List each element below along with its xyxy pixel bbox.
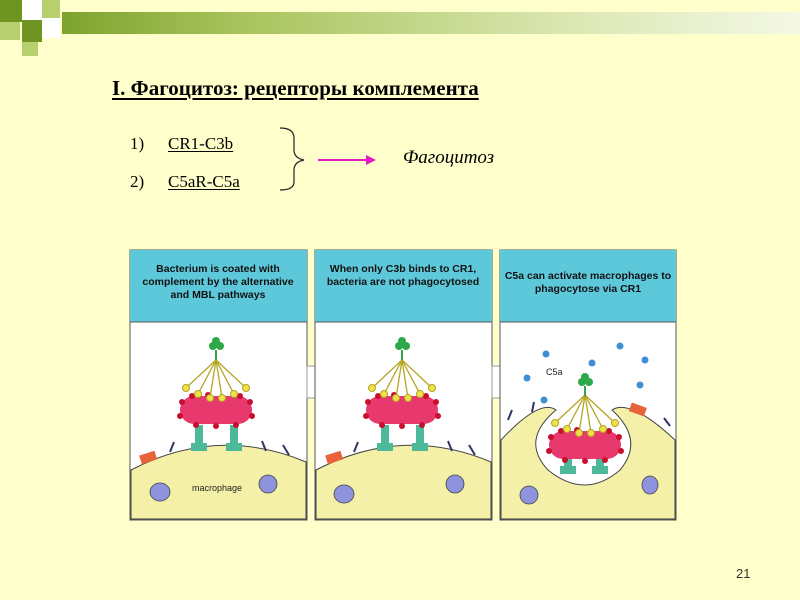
page-number: 21: [736, 566, 750, 581]
panel-2: [315, 250, 492, 520]
nucleus: [150, 483, 170, 501]
macrophage-label: macrophage: [192, 483, 242, 493]
c5a-molecule: [637, 382, 644, 389]
nucleus: [446, 475, 464, 493]
c5a-molecule: [642, 357, 649, 364]
panel-1-caption: Bacterium is coated with complement by t…: [134, 263, 302, 302]
nucleus: [520, 486, 538, 504]
nucleus: [334, 485, 354, 503]
c5a-molecule: [617, 343, 624, 350]
panel-2-caption: When only C3b binds to CR1, bacteria are…: [319, 263, 487, 289]
c5a-molecule: [541, 397, 548, 404]
panel-3-caption: C5a can activate macrophages to phagocyt…: [504, 270, 672, 296]
c5a-molecule: [524, 375, 531, 382]
c5a-molecule: [543, 351, 550, 358]
nucleus: [642, 476, 658, 494]
c5a-label: C5a: [546, 367, 563, 377]
c5a-molecule: [589, 360, 596, 367]
nucleus: [259, 475, 277, 493]
